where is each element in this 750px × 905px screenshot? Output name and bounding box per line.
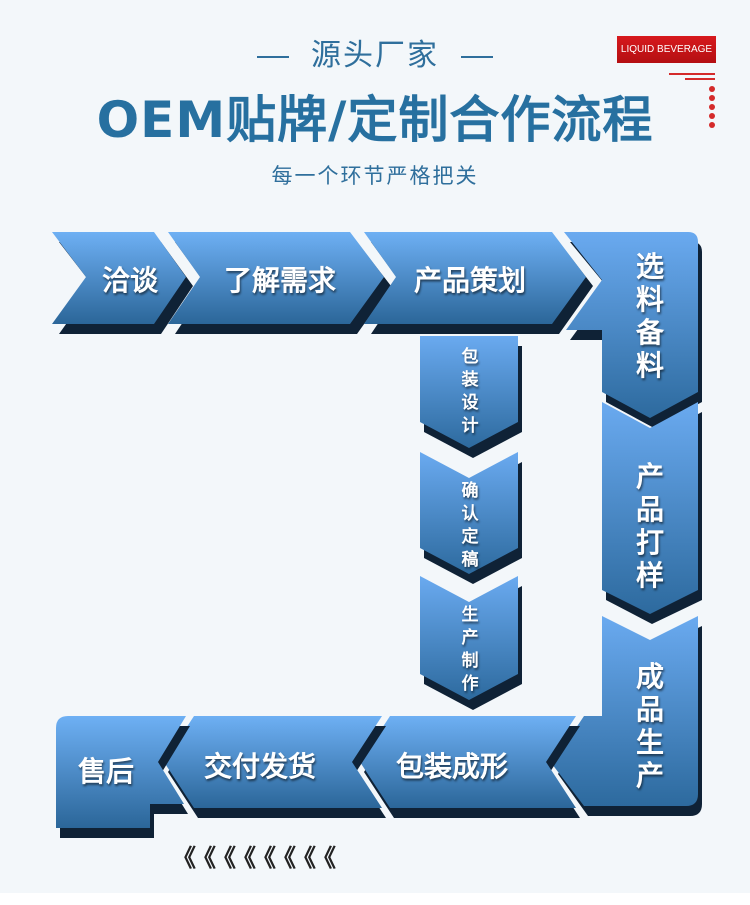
branch-2-label: 确认定稿 (461, 481, 479, 570)
step-2-label: 了解需求 (224, 264, 337, 297)
bottom-strip (0, 893, 750, 905)
step-3-arrow (364, 232, 593, 334)
step-6-label: 成品生产 (635, 660, 664, 792)
step-4-arrow (564, 232, 702, 428)
step-5-arrow (602, 402, 702, 624)
page-title: OEM贴牌/定制合作流程 (96, 91, 654, 149)
decor-line (669, 73, 715, 75)
divider-left (257, 55, 289, 58)
step-6-arrow (552, 616, 702, 816)
step-9-label: 售后 (78, 755, 135, 788)
branch-1-arrow (420, 336, 522, 458)
kicker: 源头厂家 (0, 30, 750, 74)
decor-dots (709, 86, 715, 131)
branch-3-label: 生产制作 (461, 605, 479, 694)
step-7-arrow (360, 716, 580, 818)
direction-chevrons-icon: 《《《《《《《《 (172, 844, 344, 872)
step-1-arrow (52, 232, 193, 334)
step-9-arrow (56, 716, 190, 838)
branch-2-arrow (420, 452, 522, 584)
branch-1-label: 包装设计 (461, 347, 479, 436)
step-7-label: 包装成形 (396, 750, 509, 783)
step-8-arrow (164, 716, 386, 818)
step-8-label: 交付发货 (204, 750, 317, 783)
step-2-arrow (168, 232, 391, 334)
kicker-text: 源头厂家 (311, 38, 439, 73)
step-3-label: 产品策划 (414, 264, 527, 297)
branch-3-arrow (420, 576, 522, 710)
decor-line (685, 78, 715, 80)
tagline: 每一个环节严格把关 (271, 164, 479, 188)
brand-badge: LIQUID BEVERAGE (617, 36, 716, 63)
step-1-label: 洽谈 (102, 264, 159, 297)
divider-right (461, 55, 493, 58)
step-4-label: 选料备料 (635, 250, 664, 382)
step-5-label: 产品打样 (635, 460, 664, 592)
